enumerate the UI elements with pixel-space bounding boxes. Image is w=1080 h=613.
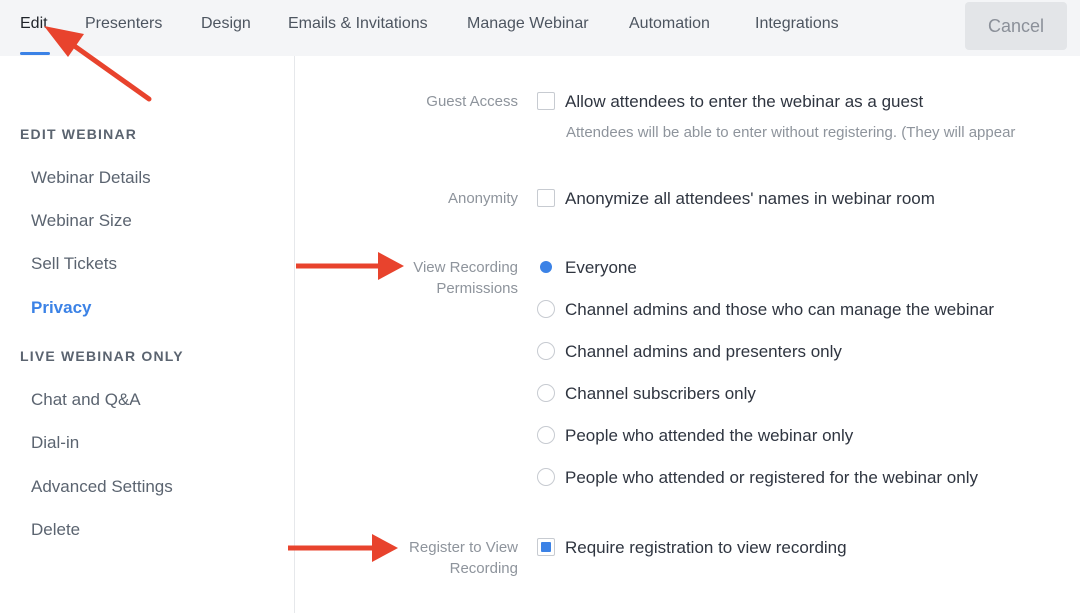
radio-attended-or-registered[interactable] [537, 468, 555, 486]
tab-design[interactable]: Design [201, 15, 251, 32]
sidebar-item-webinar-size[interactable]: Webinar Size [31, 211, 132, 230]
anonymity-option[interactable]: Anonymize all attendees' names in webina… [565, 189, 935, 208]
anonymity-label: Anonymity [447, 190, 518, 207]
view-recording-label: View Recording Permissions [318, 257, 518, 299]
register-to-view-option[interactable]: Require registration to view recording [565, 538, 847, 557]
register-to-view-label-line1: Register to View [409, 539, 518, 556]
option-channel-subscribers[interactable]: Channel subscribers only [565, 384, 756, 403]
sidebar-item-delete[interactable]: Delete [31, 520, 81, 539]
sidebar-item-advanced-settings[interactable]: Advanced Settings [31, 477, 173, 496]
guest-access-label: Guest Access [426, 93, 518, 110]
sidebar-item-privacy[interactable]: Privacy [31, 298, 92, 317]
tab-edit[interactable]: Edit [20, 15, 48, 32]
active-tab-indicator [20, 52, 50, 55]
register-to-view-checkbox[interactable] [537, 538, 555, 556]
top-nav: Edit Presenters Design Emails & Invitati… [0, 0, 1080, 56]
radio-channel-admins-presenters[interactable] [537, 342, 555, 360]
register-to-view-label-line2: Recording [449, 560, 518, 577]
tab-automation[interactable]: Automation [629, 15, 710, 32]
option-channel-admins-managers[interactable]: Channel admins and those who can manage … [565, 300, 995, 319]
radio-channel-admins-managers[interactable] [537, 300, 555, 318]
guest-access-option[interactable]: Allow attendees to enter the webinar as … [565, 92, 924, 111]
view-recording-label-line1: View Recording [413, 259, 518, 276]
sidebar-item-dial-in[interactable]: Dial-in [31, 433, 80, 452]
option-attended-only[interactable]: People who attended the webinar only [565, 426, 854, 445]
sidebar-item-chat-qa[interactable]: Chat and Q&A [31, 390, 141, 409]
option-channel-admins-presenters[interactable]: Channel admins and presenters only [565, 342, 842, 361]
tab-manage-webinar[interactable]: Manage Webinar [467, 15, 589, 32]
option-everyone[interactable]: Everyone [565, 258, 637, 277]
anonymity-checkbox[interactable] [537, 189, 555, 207]
tab-integrations[interactable]: Integrations [755, 15, 839, 32]
view-recording-label-line2: Permissions [436, 280, 518, 297]
sidebar-heading-live-webinar-only: LIVE WEBINAR ONLY [20, 348, 184, 364]
option-attended-or-registered[interactable]: People who attended or registered for th… [565, 468, 978, 487]
sidebar-item-webinar-details[interactable]: Webinar Details [31, 168, 151, 187]
tab-presenters[interactable]: Presenters [85, 15, 163, 32]
radio-channel-subscribers[interactable] [537, 384, 555, 402]
guest-access-checkbox[interactable] [537, 92, 555, 110]
tab-emails-invitations[interactable]: Emails & Invitations [288, 15, 428, 32]
sidebar: EDIT WEBINAR Webinar Details Webinar Siz… [0, 56, 295, 613]
register-to-view-label: Register to View Recording [318, 537, 518, 579]
sidebar-item-sell-tickets[interactable]: Sell Tickets [31, 254, 117, 273]
guest-access-help: Attendees will be able to enter without … [566, 124, 1016, 141]
sidebar-heading-edit-webinar: EDIT WEBINAR [20, 126, 138, 142]
radio-everyone[interactable] [537, 258, 555, 276]
radio-attended-only[interactable] [537, 426, 555, 444]
cancel-button[interactable]: Cancel [965, 2, 1067, 50]
